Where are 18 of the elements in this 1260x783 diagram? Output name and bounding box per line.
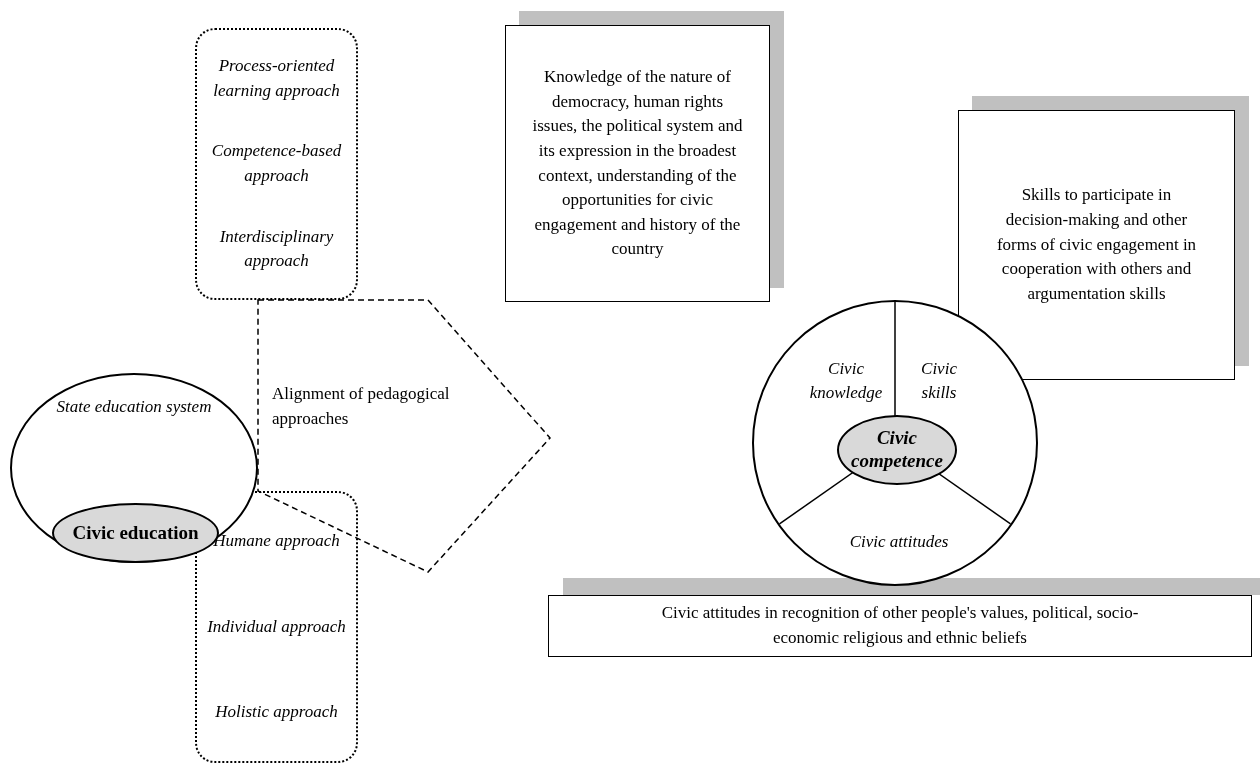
node-text: Skills to participate in decision-making and other forms of civic engagement in cooperation with others and argumentation skills — [995, 184, 1198, 305]
center-ellipse: Civic competence — [837, 415, 957, 485]
node-text: Civic attitudes in recognition of other people's values, political, socio-economic religious and ethnic beliefs — [660, 602, 1140, 649]
node-text: Knowledge of the nature of democracy, human rights issues, the political system and its expression in the broadest context, understanding of the opportunities for civic engagement and history of the country — [531, 65, 744, 261]
text-box — [958, 110, 1235, 380]
node-text: State education system — [55, 396, 213, 418]
node-text: Holistic approach — [214, 701, 339, 723]
dotted-rounded-box — [195, 28, 358, 300]
sector-label: Civic skills — [906, 357, 972, 407]
node-text: Process-oriented learning approach — [212, 55, 341, 102]
node-text: Competence-based approach — [210, 140, 343, 187]
node-text: Individual approach — [206, 615, 347, 638]
node-text: Alignment of pedagogical approaches — [272, 383, 451, 430]
text-box — [505, 25, 770, 302]
node-text: Interdisciplinary approach — [218, 225, 335, 273]
sector-label: Civic knowledge — [802, 357, 890, 407]
text-box — [548, 595, 1252, 657]
sector-label: Civic attitudes — [814, 530, 984, 560]
